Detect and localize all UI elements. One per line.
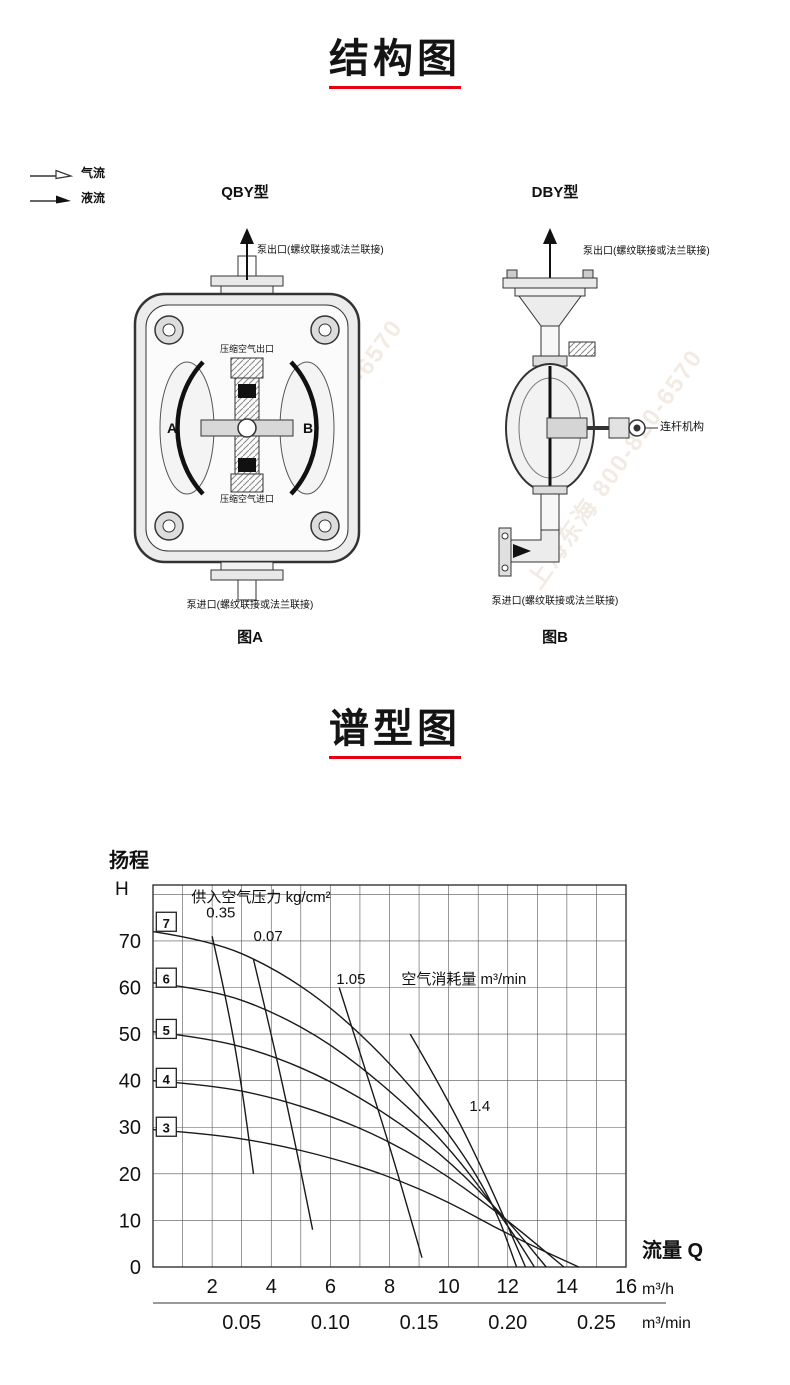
- curve-air-line-1.05: [338, 987, 423, 1258]
- x-tick-label-min: 0.20: [488, 1312, 527, 1334]
- x-tick-label-h: 14: [556, 1276, 578, 1298]
- title-underline: [329, 756, 461, 759]
- chart-annotation: 1.4: [469, 1098, 490, 1115]
- qby-air-inlet-label: 压缩空气进口: [219, 494, 274, 504]
- corner-bolts: [154, 315, 340, 541]
- plot-border: [152, 884, 627, 1268]
- title-underline: [329, 86, 461, 89]
- qby-air-outlet-label: 压缩空气出口: [219, 344, 274, 354]
- curve-air-line-0.35: [211, 936, 255, 1174]
- x-tick-label-min: 0.10: [311, 1312, 350, 1334]
- dby-inlet-label: 泵进口(螺纹联接或法兰联接): [491, 596, 619, 607]
- curve-section-title: 谱型图: [329, 707, 461, 751]
- y-tick-label: 40: [119, 1071, 141, 1093]
- chart-annotation: 空气消耗量 m³/min: [401, 971, 526, 988]
- curve-head-curve-3: [152, 1128, 579, 1268]
- curve-index-label: 6: [163, 972, 170, 987]
- figure-b-caption: 图B: [542, 629, 568, 646]
- figure-a-caption: 图A: [237, 629, 263, 646]
- structure-section-title: 结构图: [329, 37, 461, 81]
- x-tick-label-h: 4: [266, 1276, 277, 1298]
- curve-index-box: [155, 1018, 177, 1040]
- x-tick-label-min: 0.25: [577, 1312, 616, 1334]
- x-tick-label-h: 8: [384, 1276, 395, 1298]
- shaft-hub: [237, 418, 257, 438]
- y-axis-title: 扬程: [109, 849, 149, 872]
- dby-type-label: DBY型: [531, 184, 579, 201]
- curve-head-curve-6: [152, 982, 535, 1268]
- x-tick-label-h: 16: [615, 1276, 637, 1298]
- diaphragm-chamber: [505, 363, 595, 493]
- diaphragm-chamber-right: [279, 360, 335, 496]
- inlet-flow-arrow-icon: [513, 544, 531, 558]
- chart-annotation: 供入空气压力 kg/cm²: [191, 889, 330, 906]
- curve-index-box: [155, 1116, 177, 1137]
- x-tick-label-h: 12: [497, 1276, 519, 1298]
- x-unit-primary: m³/h: [642, 1281, 674, 1298]
- chart-annotation: 1.05: [336, 971, 365, 988]
- curve-index-box: [155, 967, 177, 988]
- chamber-a-letter: A: [167, 420, 178, 436]
- qby-outlet-label: 泵出口(螺纹联接或法兰联接): [257, 245, 384, 256]
- y-tick-label: 0: [130, 1257, 141, 1279]
- outlet-flow-arrow-icon: [240, 228, 254, 280]
- qby-inlet-label: 泵进口(螺纹联接或法兰联接): [186, 600, 314, 611]
- legend-air-flow: 气流: [28, 160, 105, 185]
- dby-linkage-label: 连杆机构: [660, 421, 704, 433]
- curve-index-label: 4: [163, 1072, 171, 1087]
- x-tick-label-min: 0.15: [400, 1312, 439, 1334]
- curve-index-label: 5: [163, 1023, 170, 1038]
- y-tick-label: 70: [119, 931, 141, 953]
- y-tick-label: 30: [119, 1117, 141, 1139]
- curve-index-label: 7: [163, 916, 170, 931]
- qby-diagram: 泵出口(螺纹联接或法兰联接) 压缩空气出口 压缩空气进口 A B 泵进口(螺纹联…: [105, 228, 395, 648]
- qby-type-label: QBY型: [221, 184, 269, 201]
- dby-outlet-label: 泵出口(螺纹联接或法兰联接): [583, 246, 710, 257]
- outlet-flow-arrow-icon: [543, 228, 557, 278]
- curve-head-curve-5: [152, 1031, 547, 1268]
- lower-collar: [532, 485, 568, 495]
- chamber-b-letter: B: [303, 420, 314, 436]
- curve-head-curve-7: [152, 930, 518, 1268]
- x-axis-title: 流量 Q: [642, 1238, 703, 1262]
- outlet-neck: [518, 295, 582, 327]
- dby-structure-drawing: [498, 228, 658, 577]
- legend-air-label: 气流: [81, 166, 106, 180]
- chart-annotation: 0.07: [254, 928, 283, 945]
- flow-legend: 气流 液流: [28, 160, 105, 210]
- x-tick-label-h: 2: [207, 1276, 218, 1298]
- liquid-flow-arrow-icon: [30, 195, 71, 203]
- air-flow-arrow-icon: [30, 169, 74, 179]
- air-valve-fitting: [568, 341, 596, 357]
- legend-liquid-flow: 液流: [28, 185, 105, 210]
- lower-pipe: [540, 493, 560, 531]
- curve-index-box: [155, 1067, 177, 1088]
- qby-structure-drawing: [133, 228, 361, 601]
- curve-air-line-1.4: [409, 1033, 527, 1268]
- upper-pipe: [540, 325, 560, 361]
- y-axis-symbol: H: [115, 879, 129, 900]
- curve-index-label: 3: [163, 1121, 170, 1136]
- y-tick-label: 20: [119, 1164, 141, 1186]
- chart-annotation: 0.35: [206, 905, 235, 922]
- x-tick-label-h: 10: [438, 1276, 460, 1298]
- diaphragm-chamber-left: [159, 360, 215, 496]
- curve-air-line-0.07: [252, 959, 314, 1230]
- dby-diagram: 泵出口(螺纹联接或法兰联接) 连杆机构 泵进口(螺纹联接或法兰联接) 图B: [455, 228, 710, 648]
- x-tick-label-h: 6: [325, 1276, 336, 1298]
- x-unit-secondary: m³/min: [642, 1315, 691, 1332]
- x-tick-label-min: 0.05: [222, 1312, 261, 1334]
- legend-liquid-label: 液流: [81, 191, 106, 205]
- y-tick-label: 50: [119, 1024, 141, 1046]
- y-tick-label: 10: [119, 1210, 141, 1232]
- y-tick-label: 60: [119, 977, 141, 999]
- connecting-rod: [587, 417, 658, 439]
- pump-inlet-port: [210, 561, 284, 601]
- inlet-elbow: [498, 527, 560, 577]
- curve-index-box: [155, 911, 177, 932]
